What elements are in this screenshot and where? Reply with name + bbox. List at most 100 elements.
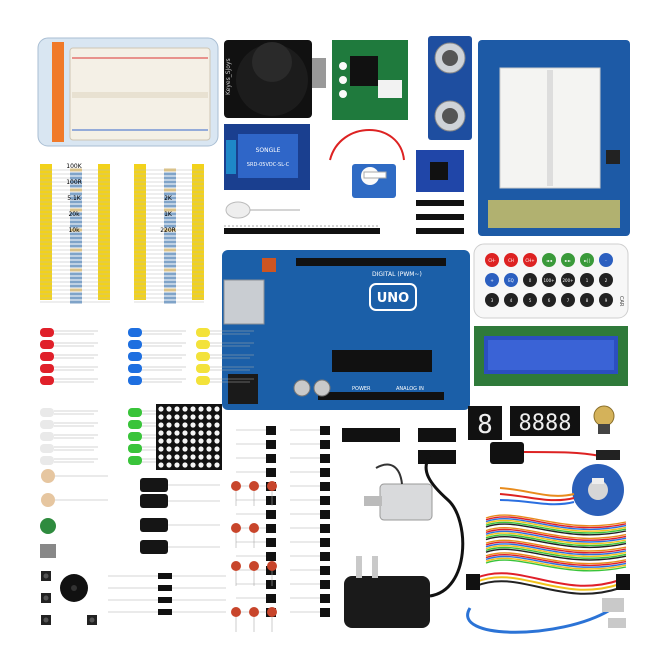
usb-cable xyxy=(466,598,626,634)
resistor xyxy=(70,280,82,284)
tilt-sensor xyxy=(40,544,56,558)
resistor-label-100k: 100K xyxy=(66,163,82,170)
resistor xyxy=(164,264,176,268)
resistor xyxy=(164,272,176,276)
resistor xyxy=(70,200,82,204)
resistor xyxy=(70,284,82,288)
jumper-wire xyxy=(485,516,627,529)
servo-motor xyxy=(329,129,405,198)
resistor xyxy=(70,208,82,212)
remote-key-label: ►|| xyxy=(584,258,590,263)
mini-breadboard xyxy=(37,37,219,147)
led xyxy=(40,328,54,337)
remote-key xyxy=(485,293,499,307)
led xyxy=(128,364,142,373)
jumper-wire xyxy=(485,523,627,536)
diode xyxy=(158,573,172,579)
resistor xyxy=(70,252,82,256)
resistor xyxy=(164,172,176,176)
transistor xyxy=(320,468,330,477)
thermistor xyxy=(40,518,56,534)
remote-key-label: 0 xyxy=(529,278,532,283)
remote-brand: CAR xyxy=(618,296,624,307)
resistor xyxy=(164,232,176,236)
remote-key-label: 5 xyxy=(529,298,532,303)
jumper-wire xyxy=(485,518,627,531)
resistor xyxy=(70,276,82,280)
ceramic-capacitor xyxy=(267,607,277,617)
jumper-wire xyxy=(485,555,627,568)
jumper-wire xyxy=(485,527,627,540)
resistor xyxy=(164,212,176,216)
remote-key-label: CH- xyxy=(488,258,496,263)
remote-key xyxy=(542,253,556,267)
remote-key xyxy=(561,293,575,307)
transistor xyxy=(320,608,330,617)
seven-seg-single-digit: 8 xyxy=(477,410,493,440)
resistor xyxy=(164,300,176,304)
electrolytic-capacitors xyxy=(140,478,220,554)
lcd1602-display xyxy=(474,326,628,386)
led xyxy=(128,328,142,337)
photoresistor xyxy=(41,493,55,507)
led xyxy=(40,456,54,465)
diode-rows xyxy=(108,573,226,615)
resistor xyxy=(70,172,82,176)
potentiometer xyxy=(593,405,615,434)
remote-key xyxy=(561,273,575,287)
led xyxy=(40,444,54,453)
resistor xyxy=(70,176,82,180)
transistor xyxy=(320,580,330,589)
transistor xyxy=(320,594,330,603)
resistor xyxy=(70,224,82,228)
remote-key-label: 7 xyxy=(567,298,570,303)
joystick-label: Keyes_SJoys xyxy=(225,58,232,95)
remote-key-label: - xyxy=(605,258,607,263)
resistor xyxy=(70,216,82,220)
remote-key xyxy=(504,273,518,287)
transistor xyxy=(266,468,276,477)
resistor xyxy=(164,176,176,180)
jumper-wire xyxy=(485,546,627,559)
remote-key xyxy=(542,273,556,287)
remote-key-label: ►► xyxy=(565,258,572,263)
power-adapter xyxy=(344,455,465,628)
resistor-set-left: 100K 100R 5.1K 20k 10k xyxy=(40,162,110,304)
battery-clip xyxy=(490,442,620,464)
photoresistors xyxy=(40,469,108,558)
ceramic-capacitor xyxy=(249,523,259,533)
transistor xyxy=(320,566,330,575)
jumper-wire xyxy=(485,557,627,570)
led xyxy=(196,376,210,385)
pin-header-small xyxy=(416,200,464,234)
resistor-label-100r: 100R xyxy=(66,179,82,186)
remote-key xyxy=(485,253,499,267)
jumper-wire xyxy=(485,543,627,556)
resistor xyxy=(164,200,176,204)
resistor xyxy=(164,244,176,248)
jumper-wire xyxy=(485,541,627,554)
transistor xyxy=(266,454,276,463)
jumper-wire xyxy=(485,548,627,561)
remote-key-label: EQ xyxy=(508,278,514,283)
transistor-column xyxy=(236,426,330,617)
relay-spec: SRD-05VDC-SL-C xyxy=(247,162,290,168)
resistor xyxy=(164,236,176,240)
remote-key-label: 200+ xyxy=(563,278,574,283)
jumper-wire xyxy=(485,552,627,565)
transistor xyxy=(320,510,330,519)
transistor xyxy=(320,440,330,449)
resistor xyxy=(70,244,82,248)
resistor xyxy=(70,264,82,268)
gyro-module xyxy=(416,150,464,192)
transistor xyxy=(266,552,276,561)
electrolytic-capacitor xyxy=(140,540,168,554)
remote-key-label: CH+ xyxy=(525,258,534,263)
resistor xyxy=(164,228,176,232)
remote-key-label: + xyxy=(490,278,493,283)
led xyxy=(196,364,210,373)
remote-key xyxy=(599,273,613,287)
ceramic-capacitor xyxy=(231,523,241,533)
remote-key-label: 1 xyxy=(586,278,589,283)
